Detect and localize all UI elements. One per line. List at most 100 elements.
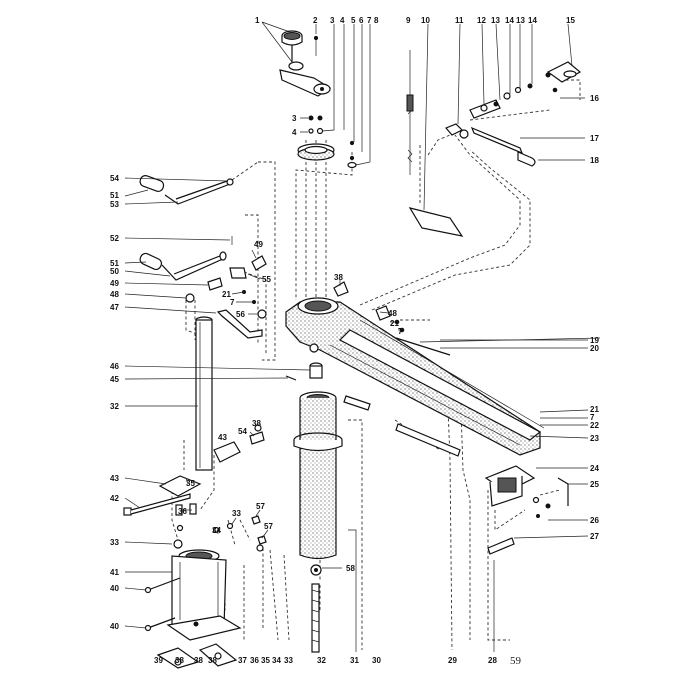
callout-19: 19 — [590, 336, 599, 345]
callout-27: 27 — [590, 532, 599, 541]
part-40-bolts — [144, 577, 181, 632]
callout-17: 17 — [590, 134, 599, 143]
callout-7b: 7 — [230, 298, 235, 307]
callout-numbers: 1 2 3 4 5 6 7 8 9 10 11 12 13 14 13 14 1… — [110, 16, 599, 665]
callout-14b: 14 — [528, 16, 537, 25]
callout-38b: 38 — [252, 419, 261, 428]
part-small-washer — [176, 524, 184, 532]
callout-53: 53 — [110, 200, 119, 209]
callout-40b: 40 — [110, 622, 119, 631]
callout-5: 5 — [351, 16, 356, 25]
callout-38c: 38 — [175, 656, 184, 665]
part-1-elevation-crank — [279, 30, 332, 97]
part-56-nut — [257, 309, 267, 319]
callout-25: 25 — [590, 480, 599, 489]
callout-21b: 21 — [390, 319, 399, 328]
callout-38d: 38 — [194, 656, 203, 665]
leader-lines — [124, 21, 589, 652]
callout-10: 10 — [421, 16, 430, 25]
part-34-washer — [212, 526, 220, 534]
part-32-column — [195, 316, 213, 471]
callout-33b: 33 — [110, 538, 119, 547]
callout-26: 26 — [590, 516, 599, 525]
callout-30: 30 — [372, 656, 381, 665]
callout-52: 52 — [110, 234, 119, 243]
callout-49b: 49 — [110, 279, 119, 288]
part-57-clip-b — [257, 535, 267, 545]
part-51-53-handle — [139, 175, 234, 205]
callout-2: 2 — [313, 16, 318, 25]
callout-55: 55 — [262, 275, 271, 284]
callout-43b: 43 — [110, 474, 119, 483]
part-24-27-carriage-lock — [484, 465, 569, 555]
callout-22: 22 — [590, 421, 599, 430]
page-number: 59 — [510, 655, 522, 667]
callout-46: 46 — [110, 362, 119, 371]
callout-6: 6 — [359, 16, 364, 25]
callout-48b: 48 — [388, 309, 397, 318]
part-34-washer-b — [256, 544, 264, 552]
part-2-screw-head — [313, 35, 319, 41]
part-54-fitting — [249, 431, 265, 445]
callout-34b: 34 — [272, 656, 281, 665]
assembly-guide-lines — [171, 79, 581, 651]
callout-45: 45 — [110, 375, 119, 384]
callout-51: 51 — [110, 191, 119, 200]
callout-54: 54 — [110, 174, 119, 183]
callout-15: 15 — [566, 16, 575, 25]
callout-3: 3 — [330, 16, 335, 25]
callout-41: 41 — [110, 568, 119, 577]
callout-28: 28 — [488, 656, 497, 665]
callout-57: 57 — [256, 502, 265, 511]
callout-29: 29 — [448, 656, 457, 665]
callout-42: 42 — [110, 494, 119, 503]
part-49-55-fittings — [185, 255, 267, 304]
callout-4: 4 — [340, 16, 345, 25]
callout-7: 7 — [367, 16, 372, 25]
callout-32b: 32 — [317, 656, 326, 665]
callout-7d: 7 — [590, 413, 595, 422]
part-10-plate — [408, 207, 464, 237]
callout-47: 47 — [110, 303, 119, 312]
callout-58: 58 — [346, 564, 355, 573]
part-33-washer — [226, 522, 234, 530]
part-11-18-clamp-assembly — [444, 61, 582, 167]
callout-37: 37 — [238, 656, 247, 665]
callout-36: 36 — [178, 507, 187, 516]
callout-50: 50 — [110, 267, 119, 276]
callout-3b: 3 — [292, 114, 297, 123]
callout-43: 43 — [218, 433, 227, 442]
part-36-pin-b — [189, 503, 197, 515]
callout-54b: 54 — [238, 427, 247, 436]
part-39-clamp-plates — [156, 643, 238, 669]
part-33-nut — [173, 539, 183, 549]
callout-9: 9 — [406, 16, 411, 25]
callout-12: 12 — [477, 16, 486, 25]
callout-35: 35 — [186, 479, 195, 488]
part-50-52-handle — [139, 236, 233, 281]
part-arm-assembly — [285, 297, 601, 457]
part-32-threaded-rod — [311, 583, 320, 653]
callout-33: 33 — [232, 509, 241, 518]
part-38-nut — [333, 281, 349, 297]
callout-57b: 57 — [264, 522, 273, 531]
callout-16: 16 — [590, 94, 599, 103]
callout-38e: 38 — [208, 656, 217, 665]
callout-49: 49 — [254, 240, 263, 249]
callout-38: 38 — [334, 273, 343, 282]
callout-8: 8 — [374, 16, 379, 25]
part-43-lower-bracket — [158, 475, 202, 497]
callout-4b: 4 — [292, 128, 297, 137]
callout-51b: 51 — [110, 259, 119, 268]
part-57-clip — [251, 515, 261, 525]
part-42-bolt — [123, 493, 191, 516]
callout-1: 1 — [255, 16, 260, 25]
callout-40: 40 — [110, 584, 119, 593]
part-9-spring — [406, 50, 414, 175]
callout-33c: 33 — [284, 656, 293, 665]
callout-11: 11 — [455, 16, 464, 25]
part-45-46-bushing — [285, 362, 323, 381]
callout-13: 13 — [491, 16, 500, 25]
part-47-latch — [216, 309, 263, 339]
part-41-column-base — [166, 549, 242, 641]
